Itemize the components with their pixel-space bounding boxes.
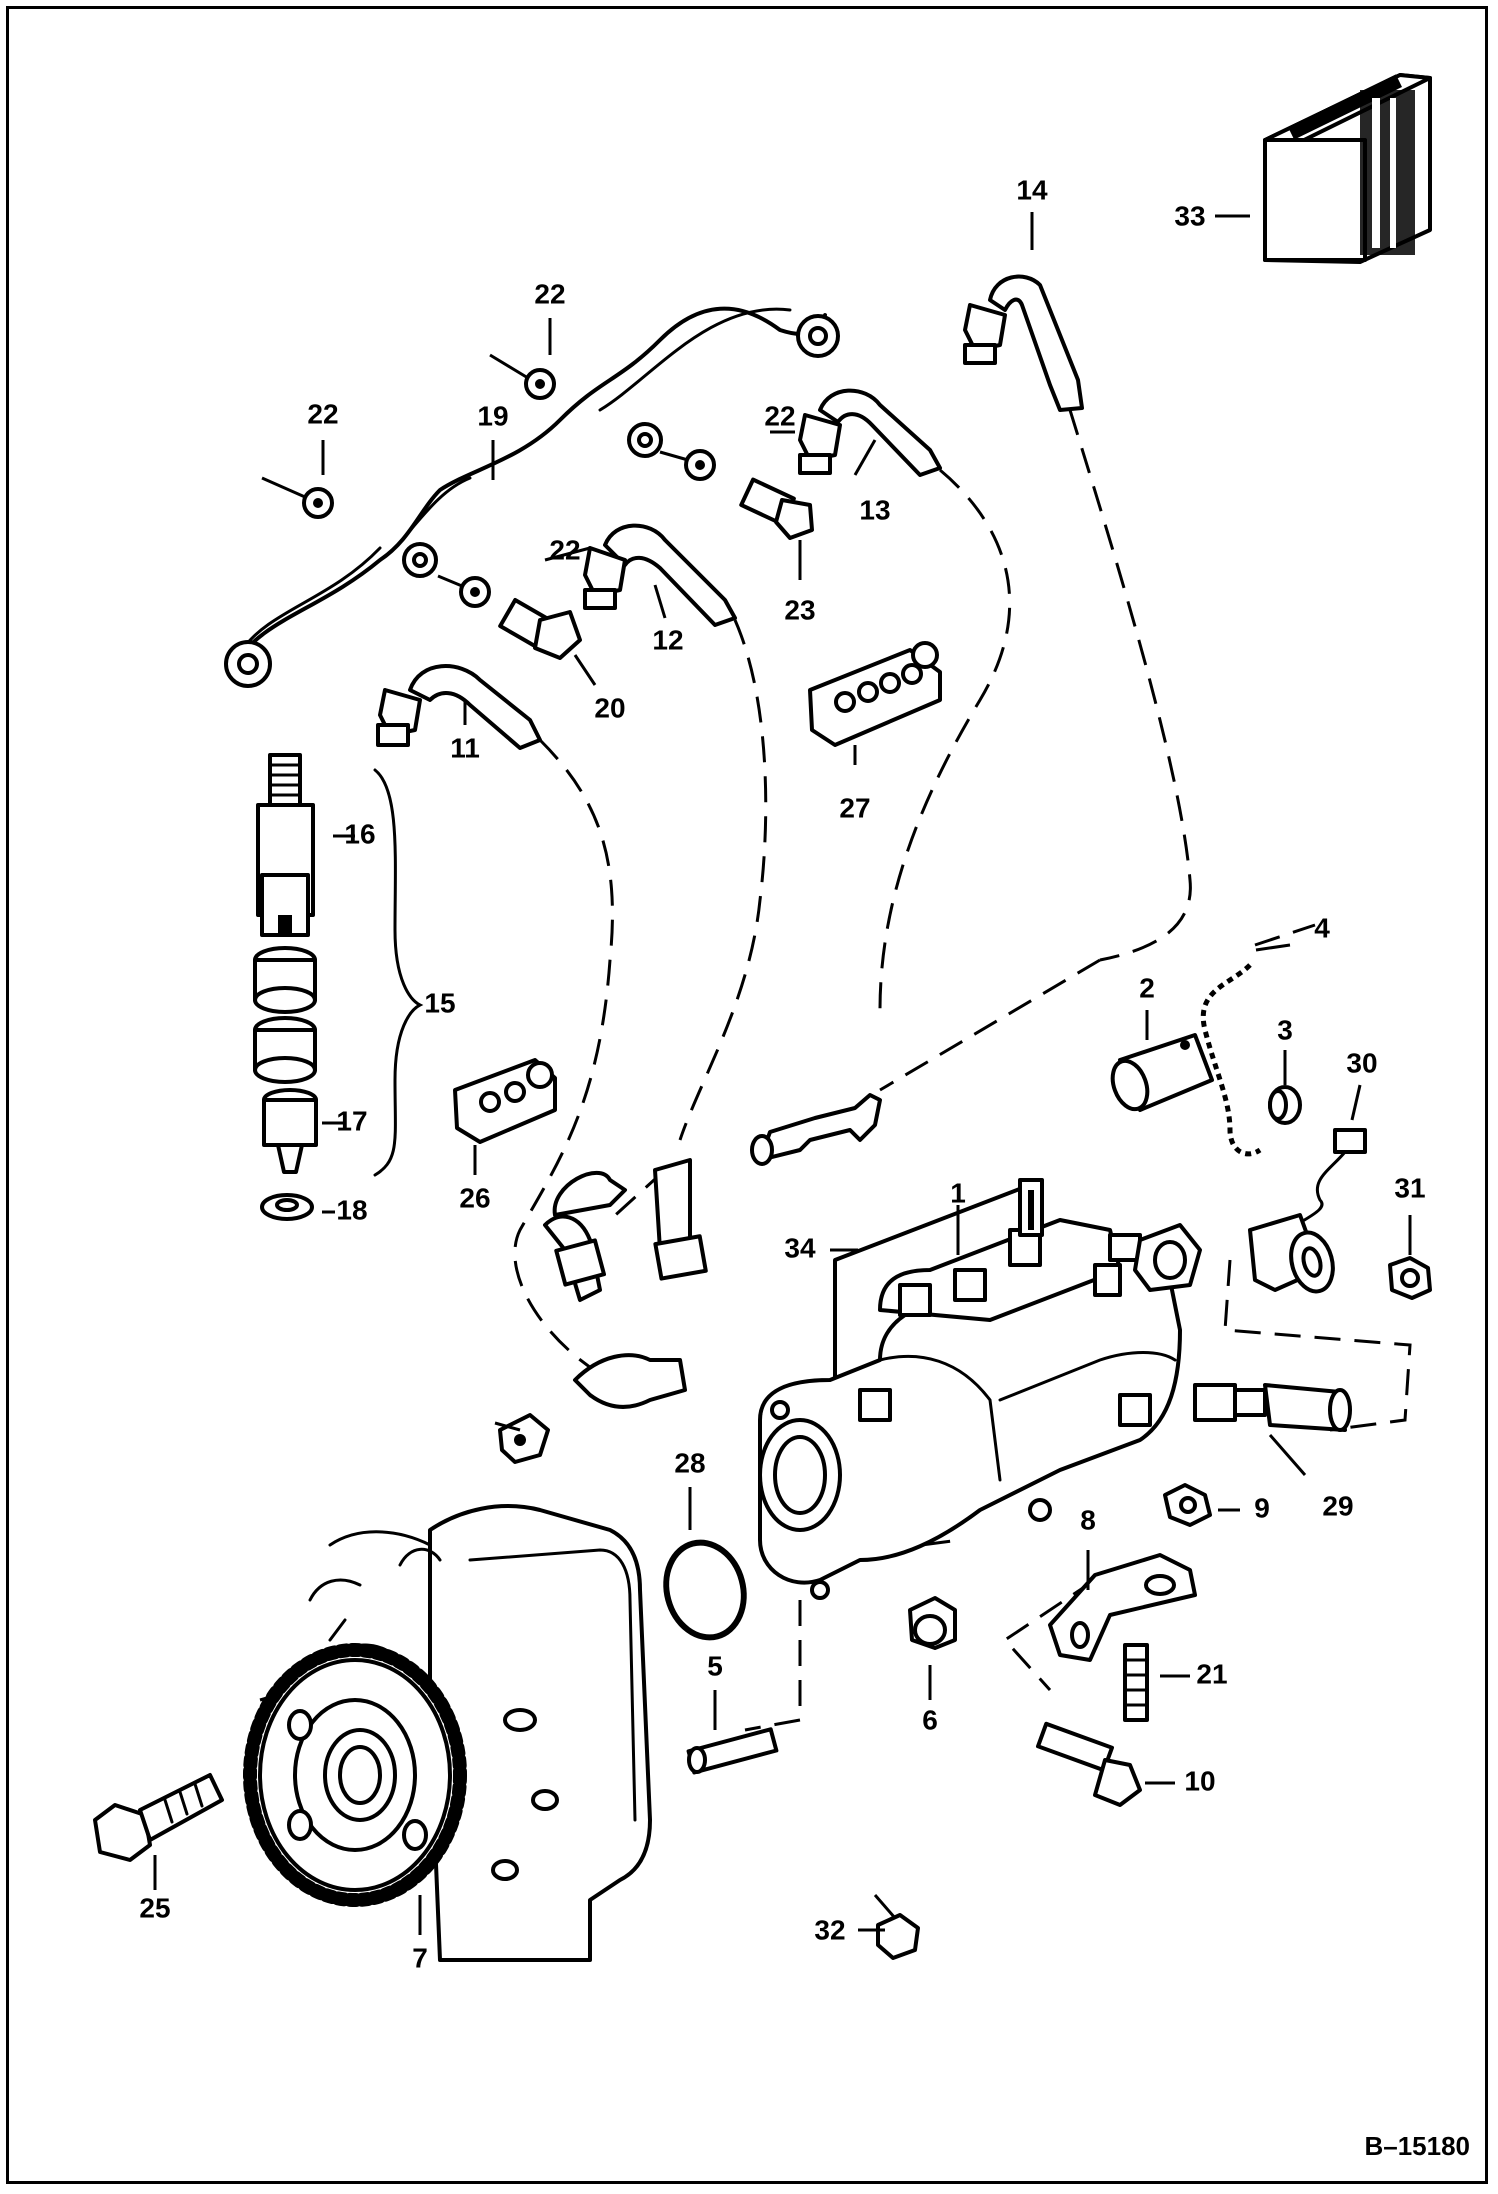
part-4-chain bbox=[1200, 963, 1262, 1157]
callout-27: 28 bbox=[674, 1447, 705, 1478]
part-18-washer bbox=[260, 1193, 314, 1221]
callout-31: 32 bbox=[814, 1914, 845, 1945]
part-2-sleeve bbox=[1110, 1033, 1214, 1112]
part-1-injection-pump bbox=[758, 1178, 1202, 1600]
part-16-injector-body bbox=[256, 753, 315, 937]
part-6-washer bbox=[908, 1596, 957, 1650]
callout-10: 10 bbox=[1184, 1765, 1215, 1796]
callout-29: 30 bbox=[1346, 1047, 1377, 1078]
part-19-manifold bbox=[224, 306, 840, 688]
part-7-gear bbox=[243, 1643, 467, 1907]
part-gear-housing bbox=[308, 1504, 652, 1962]
callout-15: 15 bbox=[424, 987, 455, 1018]
callout-labels: 14 33 22 22 19 22 13 22 23 12 20 11 27 1… bbox=[139, 174, 1425, 1973]
callout-5: 5 bbox=[707, 1650, 723, 1681]
callout-21: 21 bbox=[1196, 1658, 1227, 1689]
figure-reference-number: B–15180 bbox=[1364, 2131, 1470, 2161]
part-8-bracket bbox=[1048, 1553, 1197, 1662]
callout-30: 31 bbox=[1394, 1172, 1425, 1203]
part-25-clamp bbox=[453, 1058, 557, 1144]
callout-18: 18 bbox=[336, 1194, 367, 1225]
callout-24: 25 bbox=[139, 1892, 170, 1923]
part-14-pipe bbox=[963, 274, 1084, 412]
callout-8: 8 bbox=[1080, 1504, 1096, 1535]
part-11-pipe bbox=[376, 664, 542, 750]
brace-15 bbox=[373, 768, 424, 1177]
callout-22: 22 bbox=[307, 398, 338, 429]
part-solenoid bbox=[1248, 1213, 1335, 1294]
callout-22: 22 bbox=[534, 278, 565, 309]
callout-4: 4 bbox=[1314, 912, 1330, 943]
callout-25: 26 bbox=[459, 1182, 490, 1213]
callout-3: 3 bbox=[1277, 1014, 1293, 1045]
callout-16: 16 bbox=[344, 818, 375, 849]
part-spacer-rings bbox=[253, 946, 317, 1084]
part-31-fitting bbox=[873, 1894, 920, 1960]
part-fuel-pipe bbox=[543, 1093, 882, 1409]
callout-32: 33 bbox=[1174, 200, 1205, 231]
callout-22: 22 bbox=[764, 400, 795, 431]
part-22-washers bbox=[261, 353, 716, 608]
callout-13: 13 bbox=[859, 494, 890, 525]
callout-6: 6 bbox=[922, 1704, 938, 1735]
callout-23: 23 bbox=[784, 594, 815, 625]
callout-19: 19 bbox=[477, 400, 508, 431]
part-27-o-ring bbox=[663, 1539, 747, 1641]
part-20-bolt bbox=[498, 598, 582, 660]
callout-33: 34 bbox=[784, 1232, 816, 1263]
part-21-stud bbox=[1123, 1643, 1149, 1722]
part-23-bolt bbox=[739, 477, 814, 540]
part-10-bolt bbox=[1036, 1721, 1142, 1807]
callout-28: 29 bbox=[1322, 1490, 1353, 1521]
part-32-box bbox=[1263, 73, 1432, 264]
part-12-pipe bbox=[583, 523, 737, 627]
callout-22: 22 bbox=[549, 534, 580, 565]
part-34-fitting bbox=[498, 1413, 550, 1464]
callout-14: 14 bbox=[1016, 174, 1048, 205]
callout-17: 17 bbox=[336, 1105, 367, 1136]
part-5-stud bbox=[686, 1727, 779, 1775]
callout-2: 2 bbox=[1139, 972, 1155, 1003]
part-3-plug bbox=[1268, 1085, 1302, 1125]
callout-11: 11 bbox=[450, 732, 480, 763]
part-9-nut bbox=[1163, 1483, 1212, 1527]
callout-1: 1 bbox=[950, 1177, 966, 1208]
part-26-clamp bbox=[808, 641, 942, 747]
part-17-nozzle bbox=[262, 1088, 318, 1174]
callout-20: 20 bbox=[594, 692, 625, 723]
part-13-pipe bbox=[798, 388, 942, 477]
part-28-fitting bbox=[1193, 1383, 1352, 1432]
part-24-bolt bbox=[93, 1773, 224, 1862]
callout-12: 12 bbox=[652, 624, 683, 655]
leader-lines bbox=[153, 212, 1412, 1935]
part-30-nut bbox=[1388, 1256, 1432, 1300]
callout-7: 7 bbox=[412, 1942, 428, 1973]
callout-26: 27 bbox=[839, 792, 870, 823]
callout-9: 9 bbox=[1254, 1492, 1270, 1523]
